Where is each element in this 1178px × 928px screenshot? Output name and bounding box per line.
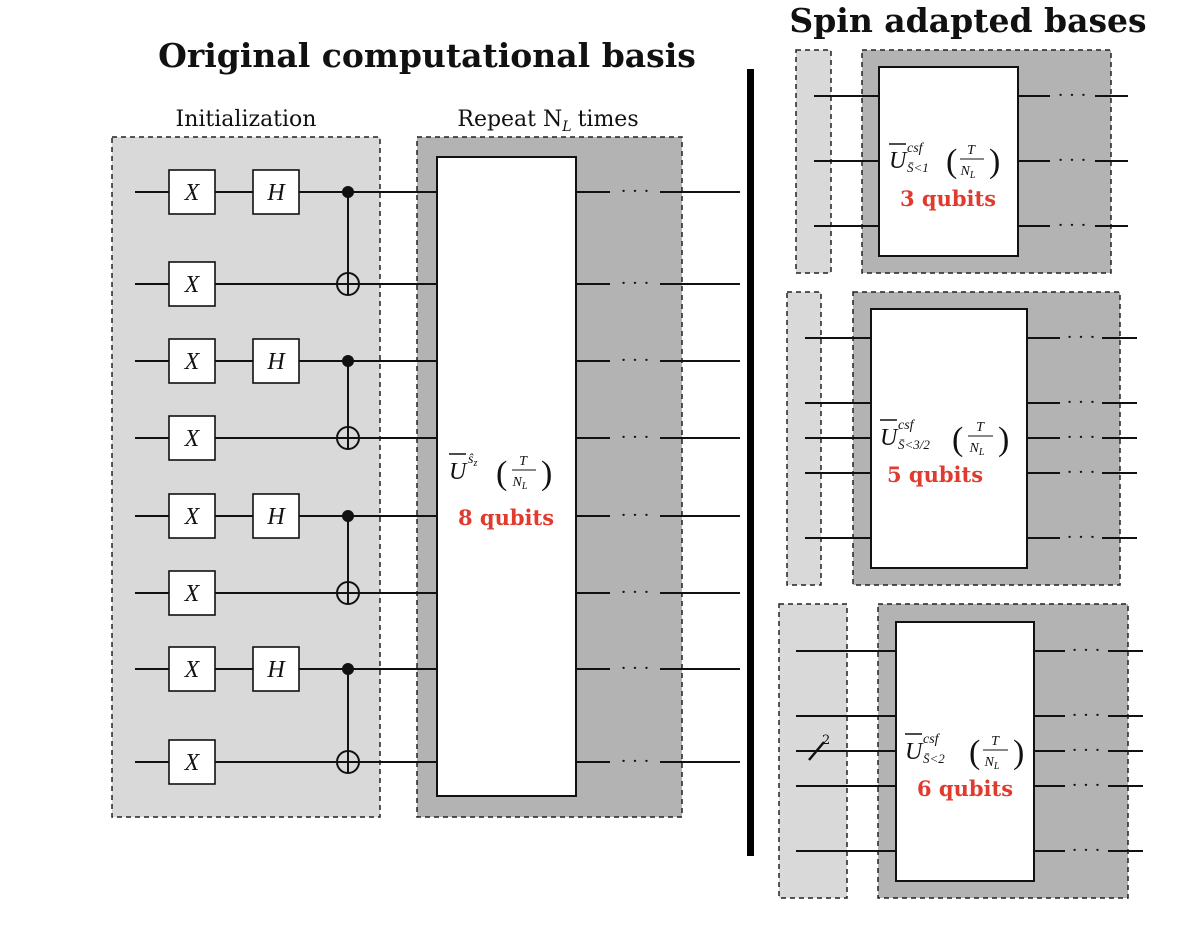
main-operator-symbol: U [449, 459, 468, 485]
svg-text:X: X [184, 657, 201, 683]
svg-text:H: H [266, 504, 286, 530]
svg-text:· · ·: · · · [1067, 392, 1096, 413]
svg-text:csf: csf [898, 418, 916, 433]
svg-text:S̄<1: S̄<1 [907, 160, 929, 175]
svg-text:· · ·: · · · [1067, 462, 1096, 483]
spin-block-1: · · · · · · · · · U csf S̄<1 ( T NL ) 3 … [795, 49, 1128, 274]
svg-text:): ) [998, 421, 1009, 458]
svg-text:): ) [989, 143, 1000, 180]
separator-bar [747, 69, 754, 856]
svg-text:· · ·: · · · [1072, 705, 1101, 726]
initialization-box [111, 136, 381, 818]
h-gate: H [252, 493, 300, 539]
cnot-gate [336, 186, 360, 296]
h-gate: H [252, 338, 300, 384]
x-gate: X [168, 739, 216, 785]
cnot-gate [336, 663, 360, 774]
svg-text:S̄<3/2: S̄<3/2 [898, 437, 930, 452]
svg-text:· · ·: · · · [1072, 775, 1101, 796]
svg-text:X: X [184, 750, 201, 776]
spin-block-1-qubits: 3 qubits [900, 186, 996, 211]
svg-text:· · ·: · · · [621, 751, 650, 772]
svg-text:· · ·: · · · [621, 350, 650, 371]
svg-text:· · ·: · · · [1058, 215, 1087, 236]
x-gate: X [168, 493, 216, 539]
svg-text:· · ·: · · · [1058, 85, 1087, 106]
svg-text:U: U [905, 739, 924, 765]
main-frac-den: NL [512, 475, 528, 492]
svg-text:· · ·: · · · [621, 427, 650, 448]
svg-text:· · ·: · · · [1067, 327, 1096, 348]
x-gate: X [168, 646, 216, 692]
svg-text:X: X [184, 349, 201, 375]
svg-text:· · ·: · · · [1058, 150, 1087, 171]
svg-text:H: H [266, 657, 286, 683]
spin-block-3: 2 · · · · · · · · · · · · · · · U csf S̄… [778, 603, 1143, 899]
svg-text:U: U [889, 148, 908, 174]
svg-text:X: X [184, 426, 201, 452]
svg-text:T: T [991, 734, 1000, 749]
svg-text:(: ( [946, 143, 957, 180]
main-operator-superscript: ŝz [468, 452, 477, 469]
x-gate: X [168, 338, 216, 384]
left-title: Original computational basis [158, 36, 696, 75]
svg-text:· · ·: · · · [621, 181, 650, 202]
svg-text:): ) [1013, 734, 1024, 771]
svg-text:NL: NL [984, 755, 1000, 772]
svg-text:(: ( [952, 421, 963, 458]
svg-text:· · ·: · · · [621, 273, 650, 294]
svg-text:· · ·: · · · [1072, 840, 1101, 861]
svg-text:X: X [184, 272, 201, 298]
svg-text:(: ( [969, 734, 980, 771]
right-title: Spin adapted bases [789, 1, 1146, 40]
h-gate: H [252, 646, 300, 692]
svg-text:NL: NL [969, 441, 985, 458]
svg-text:· · ·: · · · [621, 582, 650, 603]
x-gate: X [168, 261, 216, 307]
svg-text:· · ·: · · · [621, 505, 650, 526]
x-gate: X [168, 570, 216, 616]
main-frac-num: T [519, 454, 528, 469]
svg-text:· · ·: · · · [621, 658, 650, 679]
x-gate: X [168, 169, 216, 215]
svg-text:· · ·: · · · [1072, 740, 1101, 761]
svg-text:X: X [184, 504, 201, 530]
svg-text:(: ( [496, 455, 507, 492]
svg-text:H: H [266, 349, 286, 375]
svg-text:H: H [266, 180, 286, 206]
main-operator-block: U ŝz ( T NL ) 8 qubits [436, 156, 577, 797]
h-gate: H [252, 169, 300, 215]
svg-text:T: T [976, 420, 985, 435]
left-output-dots: · · · · · · · · · · · · · · · · · · · · … [621, 181, 650, 772]
cnot-gates [336, 186, 360, 774]
main-qubit-count: 8 qubits [458, 505, 554, 530]
svg-text:csf: csf [923, 732, 941, 747]
svg-text:X: X [184, 581, 201, 607]
spin-block-2: · · · · · · · · · · · · · · · U csf S̄<3… [786, 291, 1137, 586]
initialization-label: Initialization [176, 107, 317, 132]
cnot-gate [336, 510, 360, 605]
register-width-label: 2 [822, 733, 830, 748]
svg-text:S̄<2: S̄<2 [923, 751, 945, 766]
svg-text:U: U [880, 425, 899, 451]
svg-text:· · ·: · · · [1067, 527, 1096, 548]
spin-block-3-qubits: 6 qubits [917, 776, 1013, 801]
svg-text:csf: csf [907, 141, 925, 156]
svg-text:): ) [541, 455, 552, 492]
svg-text:· · ·: · · · [1072, 640, 1101, 661]
h-gates: H H H H [252, 169, 300, 692]
svg-text:NL: NL [960, 164, 976, 181]
cnot-gate [336, 355, 360, 450]
x-gate: X [168, 415, 216, 461]
svg-text:· · ·: · · · [1067, 427, 1096, 448]
x-gates: X X X X X X X X [168, 169, 216, 785]
svg-text:X: X [184, 180, 201, 206]
svg-text:T: T [967, 143, 976, 158]
spin-block-2-qubits: 5 qubits [887, 462, 983, 487]
